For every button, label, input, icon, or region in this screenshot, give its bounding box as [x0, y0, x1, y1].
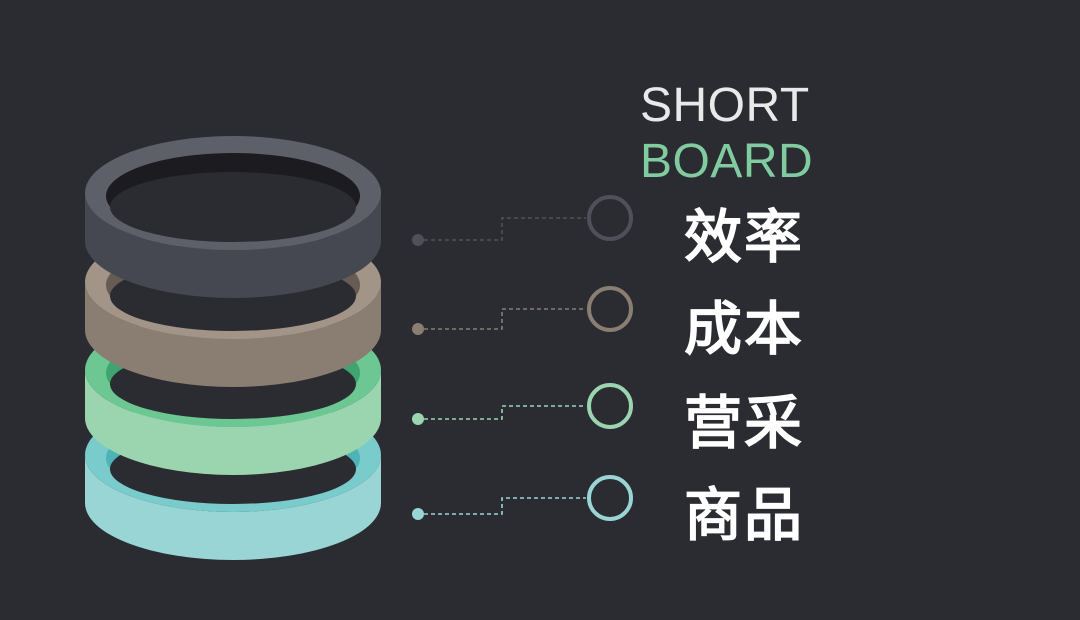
connector-dot-product — [412, 508, 424, 520]
connector-efficiency — [412, 195, 633, 246]
connector-circle-product — [587, 475, 633, 521]
connector-circle-efficiency — [587, 195, 633, 241]
connector-circle-operations — [587, 383, 633, 429]
connector-cost — [412, 286, 633, 335]
layer-label-product: 商品 — [684, 481, 805, 549]
stacked-rings — [85, 136, 381, 560]
ring-side-product — [85, 455, 381, 560]
connector-lines — [412, 195, 633, 521]
ring-side-operations — [85, 370, 381, 475]
connector-line-operations — [424, 405, 586, 420]
ring-hole-efficiency — [110, 172, 356, 242]
connector-circle-cost — [587, 286, 633, 332]
title-line-2: BOARD — [640, 135, 814, 188]
ring-efficiency — [85, 136, 381, 298]
ring-side-efficiency — [85, 193, 381, 298]
connector-operations — [412, 383, 633, 429]
title-line-1: SHORT — [640, 79, 810, 132]
connector-line-product — [424, 497, 586, 515]
ring-side-cost — [85, 282, 381, 387]
connector-dot-efficiency — [412, 234, 424, 246]
connector-product — [412, 475, 633, 521]
connector-line-efficiency — [424, 217, 586, 241]
layer-label-operations: 营采 — [684, 389, 805, 457]
layer-label-cost: 成本 — [684, 295, 805, 363]
connector-dot-operations — [412, 413, 424, 425]
connector-dot-cost — [412, 323, 424, 335]
connector-line-cost — [424, 308, 586, 330]
layer-label-efficiency: 效率 — [684, 203, 805, 271]
